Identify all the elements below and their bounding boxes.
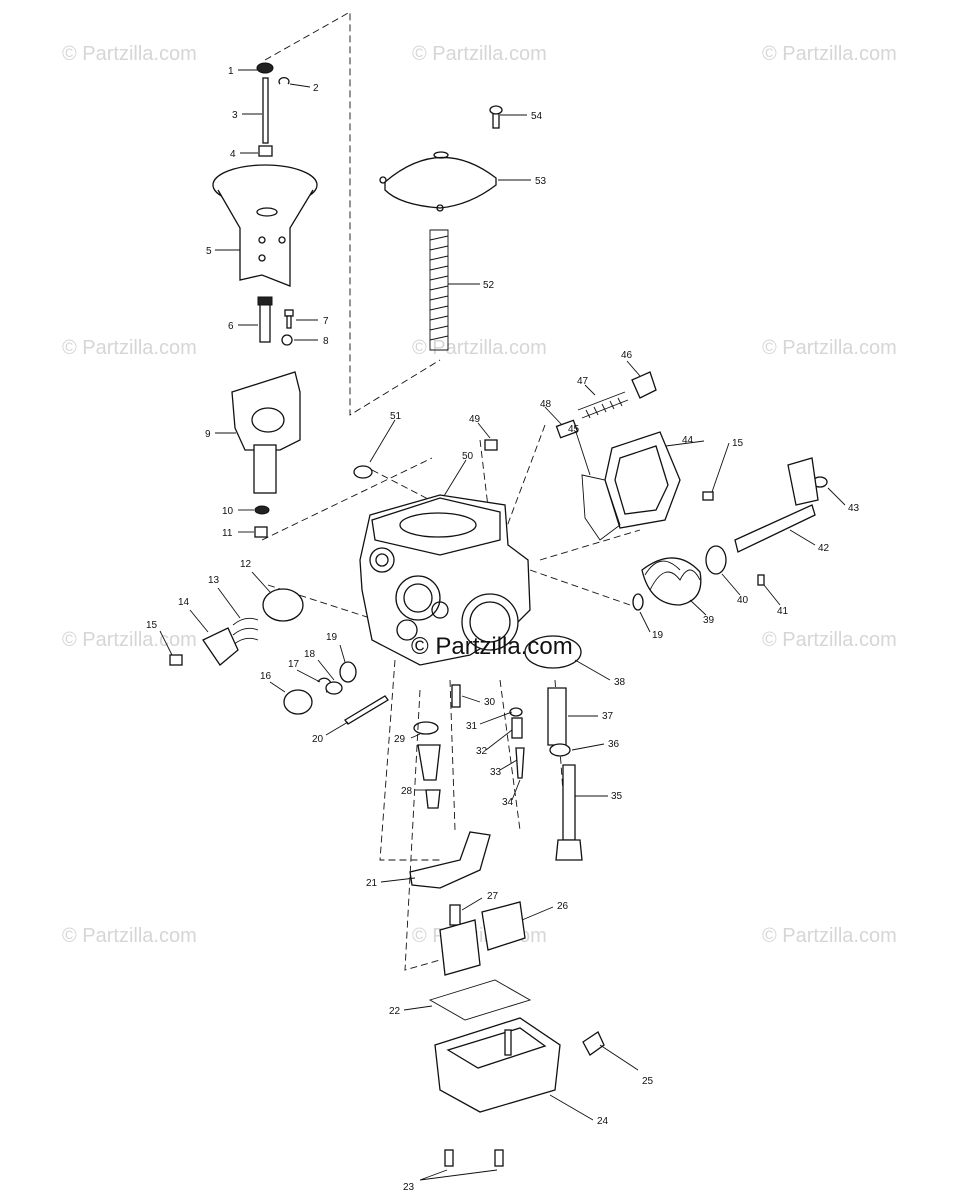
watermark: © Partzilla.com	[62, 925, 197, 947]
callout-2: 2	[313, 83, 319, 94]
callout-11: 11	[222, 528, 233, 539]
callout-46: 46	[621, 350, 633, 361]
callout-10: 10	[222, 506, 234, 517]
callout-16: 16	[260, 671, 272, 682]
callout-4: 4	[230, 149, 236, 160]
callout-53: 53	[535, 176, 547, 187]
watermark: © Partzilla.com	[412, 925, 547, 947]
watermark: © Partzilla.com	[62, 43, 197, 65]
bottom-parts	[409, 684, 605, 1167]
watermark: © Partzilla.com	[412, 337, 547, 359]
callout-40: 40	[737, 595, 749, 606]
callout-9: 9	[205, 429, 211, 440]
gasket-disc	[524, 635, 582, 669]
callout-12: 12	[240, 559, 252, 570]
callout-48: 48	[540, 399, 552, 410]
callout-8: 8	[323, 336, 329, 347]
callout-49: 49	[469, 414, 481, 425]
watermark: © Partzilla.com	[62, 629, 197, 651]
callout-42: 42	[818, 543, 830, 554]
callout-30: 30	[484, 697, 496, 708]
callout-44: 44	[682, 435, 694, 446]
callout-35: 35	[611, 791, 623, 802]
callout-1: 1	[228, 66, 234, 77]
callout-23: 23	[403, 1182, 415, 1193]
callout-45: 45	[568, 424, 580, 435]
watermark: © Partzilla.com	[762, 925, 897, 947]
callout-25: 25	[642, 1076, 654, 1087]
center-watermark: © Partzilla.com	[411, 633, 573, 660]
callout-29: 29	[394, 734, 406, 745]
callout-31: 31	[466, 721, 478, 732]
callout-34: 34	[502, 797, 514, 808]
callout-26: 26	[557, 901, 569, 912]
callout-leaders	[159, 69, 846, 1181]
callout-19: 19	[326, 632, 338, 643]
callout-32: 32	[476, 746, 488, 757]
watermark: © Partzilla.com	[762, 629, 897, 651]
callout-5: 5	[206, 246, 212, 257]
callout-36: 36	[608, 739, 620, 750]
vacuum-cap-assembly	[379, 105, 503, 351]
top-assembly	[212, 62, 318, 538]
watermark: © Partzilla.com	[762, 337, 897, 359]
callout-labels: 1 2 3 4 5 6 7 8 9 10 11 12 13 14 15 15 1…	[146, 66, 860, 1193]
callout-41: 41	[777, 606, 789, 617]
callout-39: 39	[703, 615, 715, 626]
callout-13: 13	[208, 575, 220, 586]
callout-28: 28	[401, 786, 413, 797]
callout-51: 51	[390, 411, 402, 422]
callout-3: 3	[232, 110, 238, 121]
callout-15: 15	[146, 620, 158, 631]
callout-37: 37	[602, 711, 614, 722]
callout-20: 20	[312, 734, 324, 745]
callout-33: 33	[490, 767, 502, 778]
callout-50: 50	[462, 451, 474, 462]
callout-6: 6	[228, 321, 234, 332]
right-side-parts	[555, 371, 828, 611]
watermark: © Partzilla.com	[62, 337, 197, 359]
callout-22: 22	[389, 1006, 401, 1017]
callout-17: 17	[288, 659, 300, 670]
callout-43: 43	[848, 503, 860, 514]
watermark: © Partzilla.com	[762, 43, 897, 65]
callout-38: 38	[614, 677, 626, 688]
callout-21: 21	[366, 878, 378, 889]
callout-52: 52	[483, 280, 495, 291]
watermark: © Partzilla.com	[412, 43, 547, 65]
callout-54: 54	[531, 111, 543, 122]
left-side-parts	[169, 588, 389, 725]
callout-47: 47	[577, 376, 589, 387]
callout-19: 19	[652, 630, 664, 641]
callout-7: 7	[323, 316, 329, 327]
callout-14: 14	[178, 597, 190, 608]
callout-18: 18	[304, 649, 316, 660]
carburetor-body	[353, 439, 531, 666]
callout-24: 24	[597, 1116, 609, 1127]
callout-27: 27	[487, 891, 499, 902]
callout-15: 15	[732, 438, 744, 449]
